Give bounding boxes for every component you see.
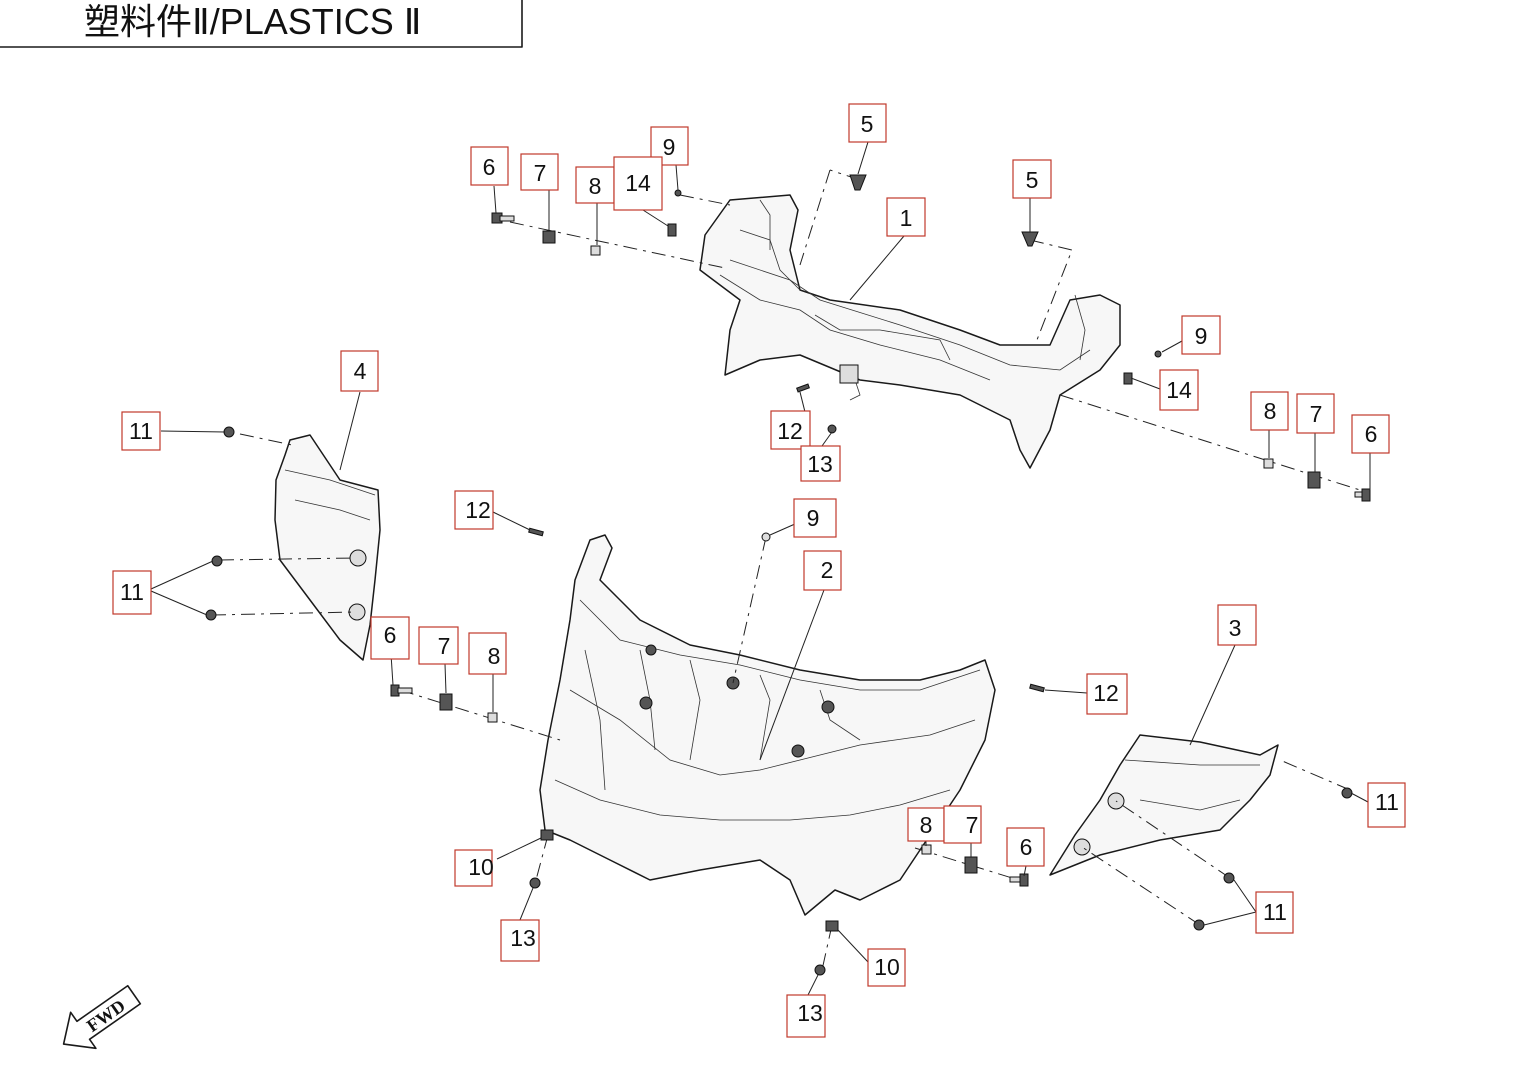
svg-text:7: 7 [438,633,451,659]
callout-7: 7 [1296,393,1335,434]
callout-14: 14 [613,156,663,211]
callout-2: 2 [803,550,842,591]
callout-11: 11 [1255,891,1294,934]
leader-lines [150,141,1371,996]
callout-10: 10 [454,849,494,887]
title-block: 塑料件Ⅱ/PLASTICS Ⅱ [0,0,523,48]
callout-4: 4 [340,350,379,392]
part-1-upper-panel [699,194,1121,469]
callout-13: 13 [786,994,826,1038]
svg-text:13: 13 [797,1000,823,1026]
part-4-left-side-panel [274,434,381,661]
svg-text:8: 8 [488,643,501,669]
svg-text:8: 8 [920,812,933,838]
svg-text:14: 14 [625,170,651,196]
svg-text:6: 6 [384,622,397,648]
callout-5: 5 [1012,159,1052,199]
callout-6: 6 [1006,827,1045,867]
callout-12: 12 [1086,673,1128,715]
fwd-arrow: FWD [62,984,142,1050]
svg-text:7: 7 [534,160,547,186]
callout-3: 3 [1217,604,1257,646]
callout-11: 11 [121,411,161,451]
svg-text:6: 6 [1020,834,1033,860]
callout-8: 8 [468,632,507,675]
svg-text:12: 12 [1093,680,1119,706]
callout-1: 1 [886,197,926,237]
svg-text:12: 12 [465,497,491,523]
svg-text:5: 5 [1026,167,1039,193]
svg-text:11: 11 [1263,899,1287,925]
svg-text:11: 11 [120,579,144,605]
callout-12: 12 [770,410,811,450]
callouts: 5 9 6 7 8 14 1 5 9 14 8 7 6 12 13 4 11 1… [112,103,1406,1038]
callout-8: 8 [907,807,945,842]
callout-6: 6 [370,616,410,660]
svg-text:12: 12 [777,418,803,444]
part-3-right-side-panel [1049,734,1279,876]
callout-7: 7 [943,805,982,844]
svg-text:7: 7 [1310,401,1323,427]
assembly-lines [211,169,1361,971]
callout-9: 9 [793,498,837,538]
callout-14: 14 [1159,369,1199,411]
callout-7: 7 [520,153,559,191]
svg-text:9: 9 [1195,323,1208,349]
svg-text:14: 14 [1166,377,1192,403]
svg-text:3: 3 [1229,615,1242,641]
callout-11: 11 [1367,782,1406,828]
svg-text:7: 7 [966,812,979,838]
svg-text:2: 2 [821,557,834,583]
svg-text:13: 13 [510,925,536,951]
svg-text:13: 13 [807,451,833,477]
svg-text:6: 6 [1365,421,1378,447]
svg-text:1: 1 [900,205,913,231]
svg-text:11: 11 [129,418,153,444]
callout-8: 8 [575,166,615,204]
callout-9: 9 [1181,315,1221,355]
callout-12: 12 [454,490,494,530]
callout-7: 7 [418,626,459,665]
callout-11: 11 [112,570,152,615]
svg-text:8: 8 [1264,398,1277,424]
svg-text:4: 4 [354,358,367,384]
part-2-lower-panel [539,534,996,916]
callout-6: 6 [1351,414,1390,454]
callout-13: 13 [500,919,540,962]
svg-text:10: 10 [468,854,494,880]
svg-text:8: 8 [589,173,602,199]
callout-6: 6 [470,146,509,186]
callout-5: 5 [848,103,887,143]
page-title: 塑料件Ⅱ/PLASTICS Ⅱ [84,1,422,42]
svg-text:5: 5 [861,111,874,137]
svg-text:9: 9 [807,505,820,531]
svg-text:10: 10 [874,954,900,980]
svg-text:11: 11 [1375,789,1399,815]
svg-text:6: 6 [483,154,496,180]
callout-13: 13 [800,445,841,482]
callout-10: 10 [867,948,906,987]
callout-8: 8 [1250,391,1289,431]
svg-text:9: 9 [663,134,676,160]
